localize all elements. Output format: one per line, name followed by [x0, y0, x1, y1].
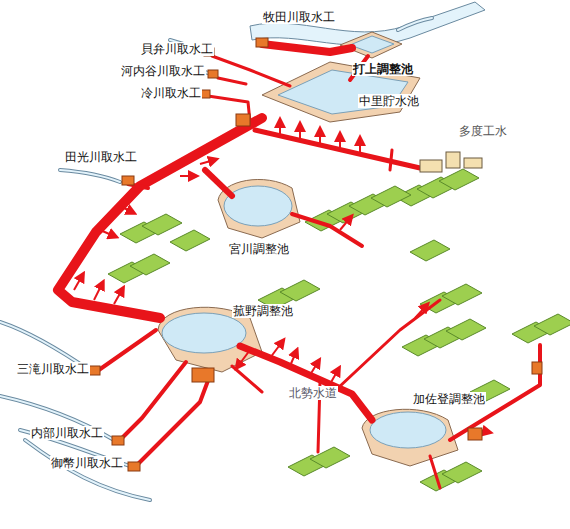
farm-field — [371, 186, 411, 207]
place-label: 宮川調整池 — [228, 242, 290, 256]
place-label: 加佐登調整池 — [412, 392, 486, 406]
place-label: 牧田川取水工 — [262, 10, 336, 24]
farm-field — [130, 254, 170, 275]
farm-fields — [108, 169, 570, 491]
place-label: 三滝川取水工 — [16, 362, 90, 376]
farm-field — [310, 447, 350, 468]
place-label: 貝弁川取水工 — [140, 42, 214, 56]
place-label: 菰野調整池 — [232, 304, 294, 318]
industrial-water-plant — [420, 152, 482, 172]
pipelines — [58, 44, 540, 488]
farm-field — [442, 462, 482, 483]
place-label: 内部川取水工 — [30, 426, 104, 440]
farm-field — [442, 284, 482, 305]
farm-field — [446, 319, 486, 340]
outlet-arrows — [74, 122, 488, 432]
farm-field — [280, 280, 320, 301]
place-label: 田光川取水工 — [64, 150, 138, 164]
place-label: 冷川取水工 — [140, 86, 202, 100]
place-label: 多度工水 — [458, 124, 508, 138]
place-label: 河内谷川取水工 — [120, 64, 206, 78]
intake-works — [88, 38, 542, 471]
farm-field — [410, 240, 450, 261]
place-label: 北勢水道 — [288, 386, 338, 400]
farm-field — [142, 214, 182, 235]
place-label: 中里貯水池 — [358, 94, 420, 108]
river — [0, 2, 485, 500]
place-label: 打上調整池 — [352, 62, 414, 76]
place-label: 御幣川取水工 — [50, 456, 124, 470]
farm-field — [170, 230, 210, 251]
farm-field — [439, 169, 479, 190]
farm-field — [534, 314, 570, 335]
